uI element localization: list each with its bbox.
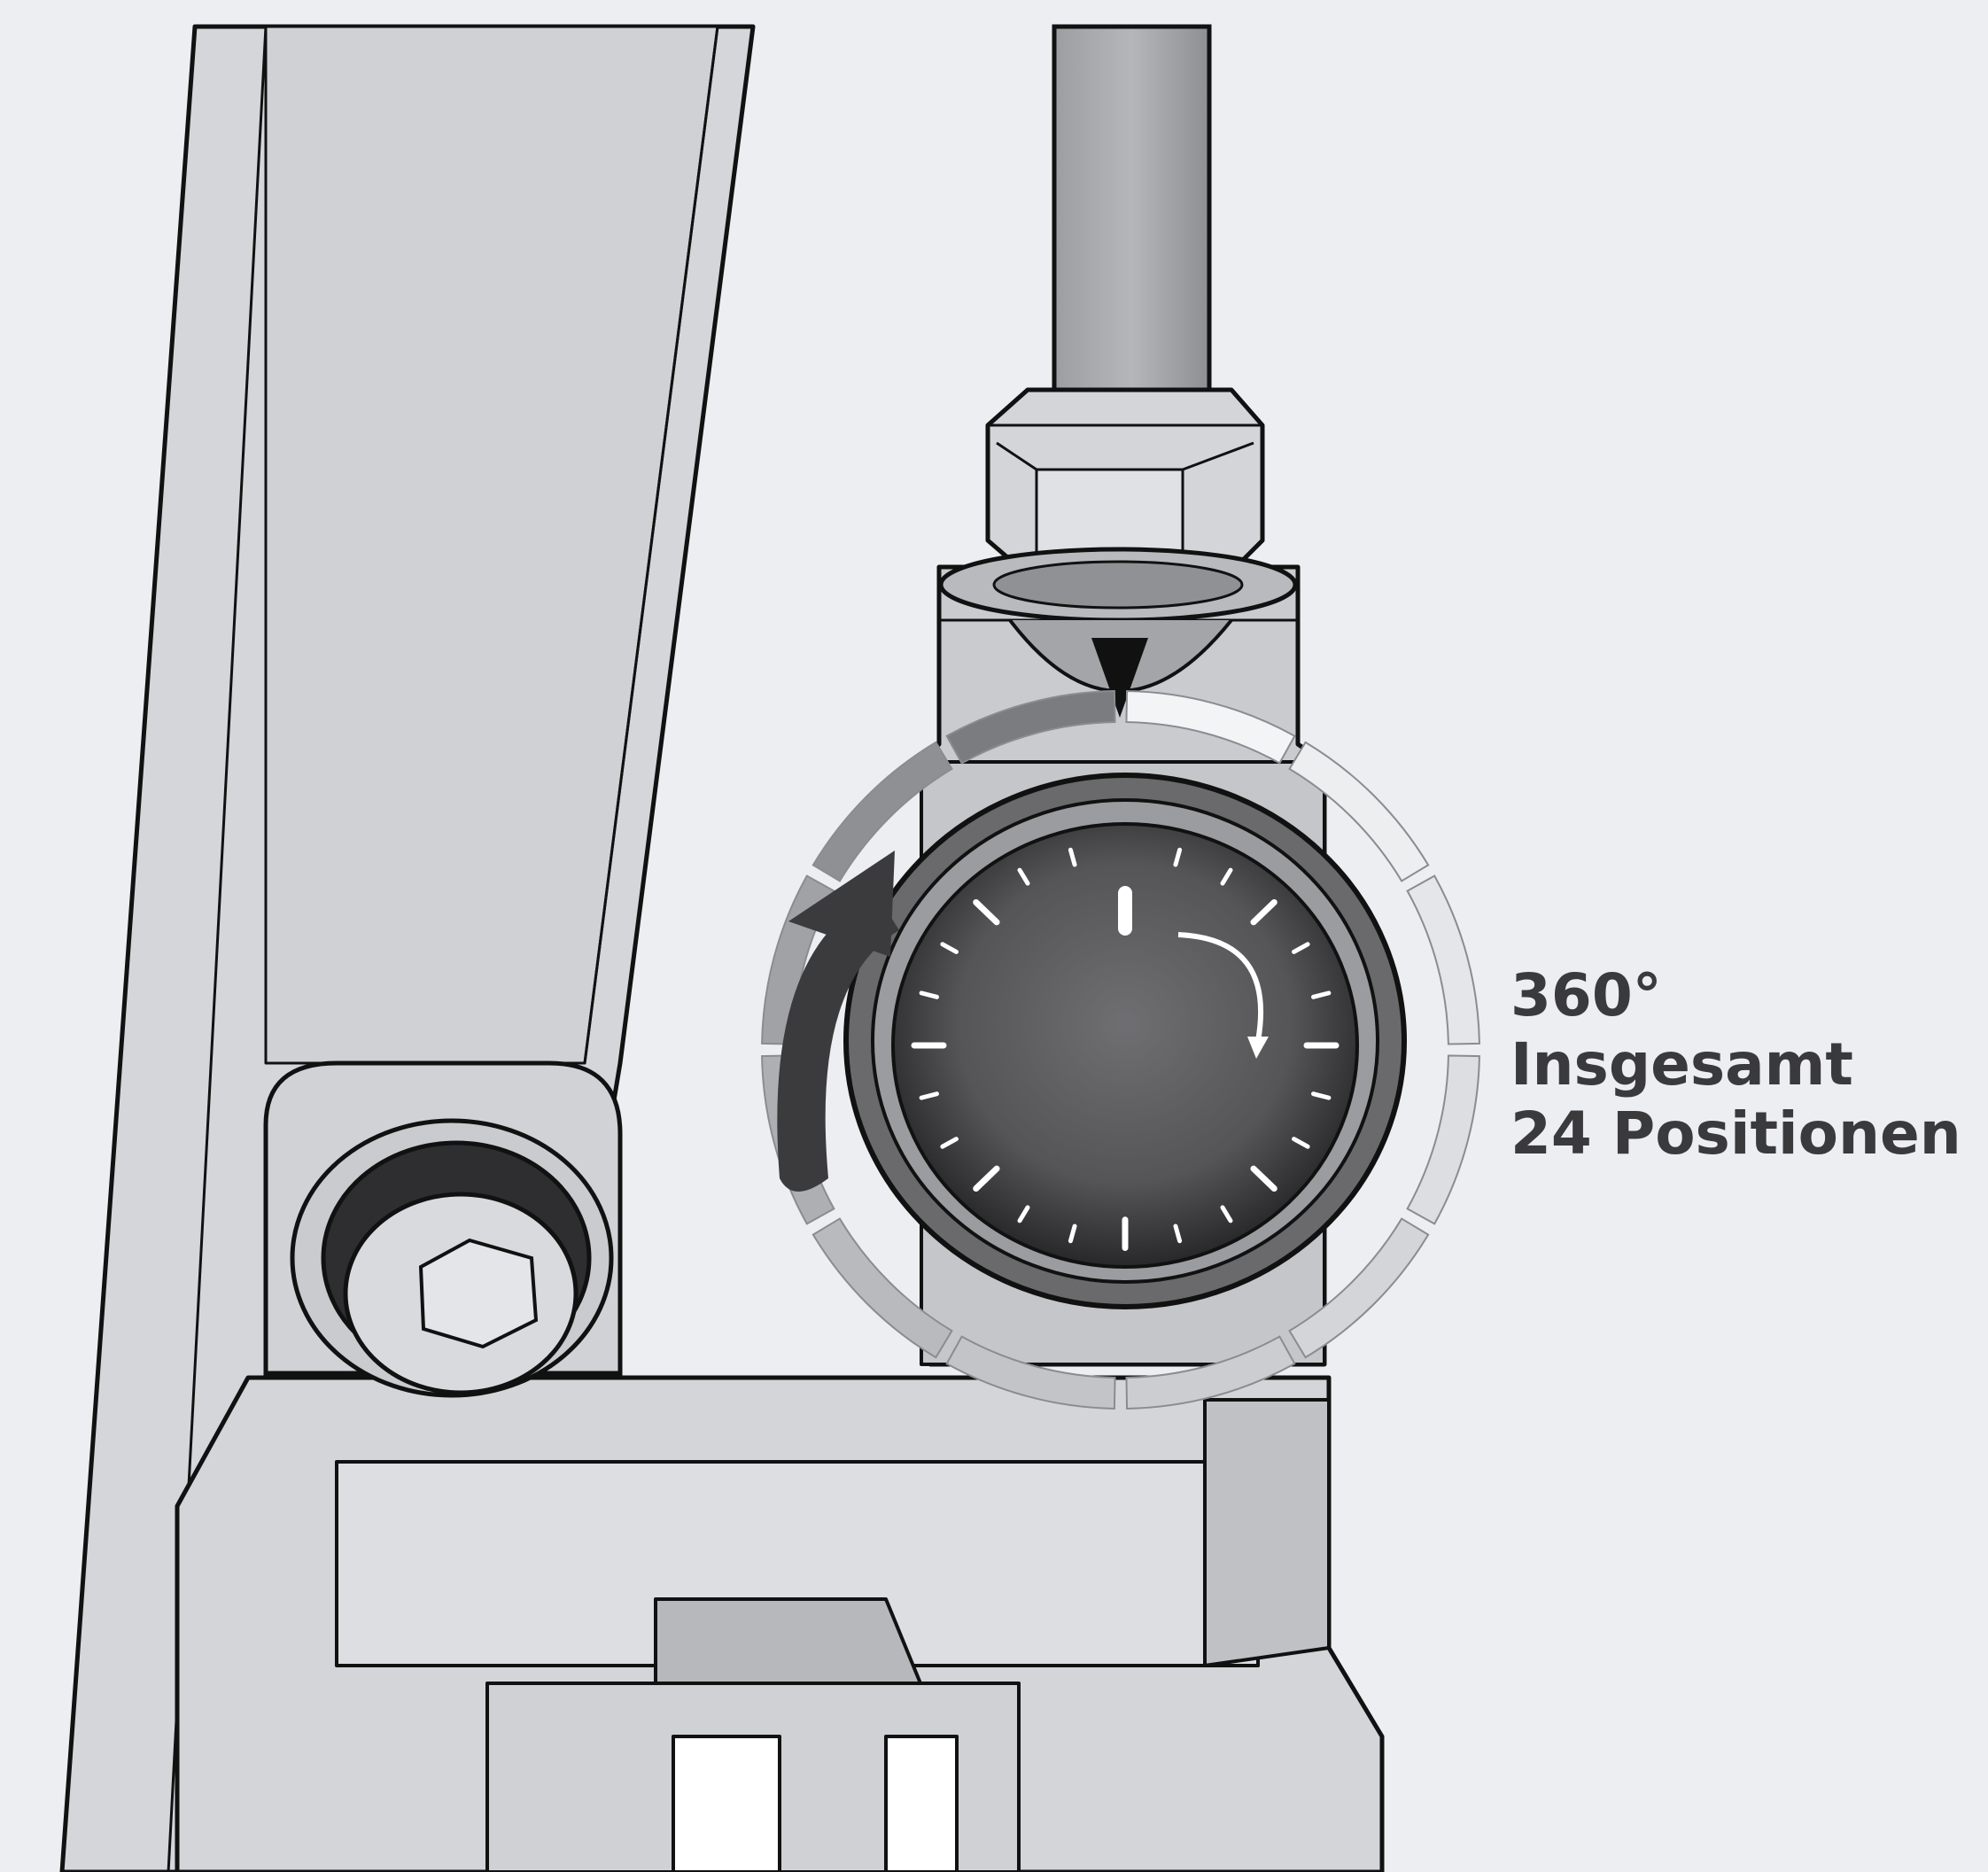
- dial-tick: [1068, 1223, 1077, 1244]
- ring-segment: [812, 741, 953, 882]
- dial-tick: [973, 898, 1000, 926]
- hex-nut: [985, 387, 1265, 570]
- dial-tick: [940, 942, 959, 954]
- dial-tick: [919, 990, 939, 999]
- pipe: [1052, 24, 1212, 454]
- ring-segment: [1125, 1335, 1296, 1410]
- position-marker-icon: [1091, 638, 1148, 718]
- caption-total: Insgesamt: [1510, 1030, 1853, 1099]
- dial-tick: [1250, 898, 1277, 926]
- inner-rotation-arrow: [1177, 932, 1264, 1042]
- dial-tick: [1311, 1091, 1332, 1100]
- adjustment-knob: [843, 773, 1407, 1309]
- ring-segment: [1125, 690, 1296, 765]
- bolt: [263, 1060, 623, 1398]
- dial-tick: [1173, 1223, 1183, 1244]
- ring-segment: [1288, 741, 1430, 882]
- dial-tick: [1220, 1205, 1233, 1223]
- dial-tick: [1017, 1205, 1030, 1223]
- dial-tick: [1292, 942, 1310, 954]
- dial-tick: [1311, 990, 1332, 999]
- connection-block: [175, 1375, 1385, 1872]
- inner-arrowhead-icon: [1247, 1037, 1269, 1059]
- dial-tick: [1250, 1165, 1277, 1192]
- ring-segment: [945, 690, 1116, 765]
- rotation-arrow-icon: [777, 851, 899, 1192]
- dial-tick: [1068, 847, 1077, 867]
- ring-segment: [812, 1217, 953, 1359]
- rotation-caption: 360° Insgesamt 24 Positionen: [1510, 961, 1961, 1169]
- dial-tick: [973, 1165, 1000, 1192]
- ring-segment: [1288, 1217, 1430, 1359]
- rotation-ring: [761, 690, 1480, 1410]
- caption-positions: 24 Positionen: [1510, 1099, 1961, 1168]
- dial-tick: [1017, 867, 1030, 886]
- ring-segment: [945, 1335, 1116, 1410]
- caption-angle: 360°: [1510, 961, 1662, 1029]
- ring-segment: [1406, 874, 1480, 1045]
- ring-segment: [1406, 1054, 1480, 1225]
- dial-tick: [919, 1091, 939, 1100]
- dial-tick: [1173, 847, 1183, 867]
- zero-mark: [1118, 886, 1132, 936]
- dial-ticks: [911, 847, 1340, 1251]
- dial-tick: [940, 1137, 959, 1149]
- dial-tick: [1292, 1137, 1310, 1149]
- dial-tick: [1220, 867, 1233, 886]
